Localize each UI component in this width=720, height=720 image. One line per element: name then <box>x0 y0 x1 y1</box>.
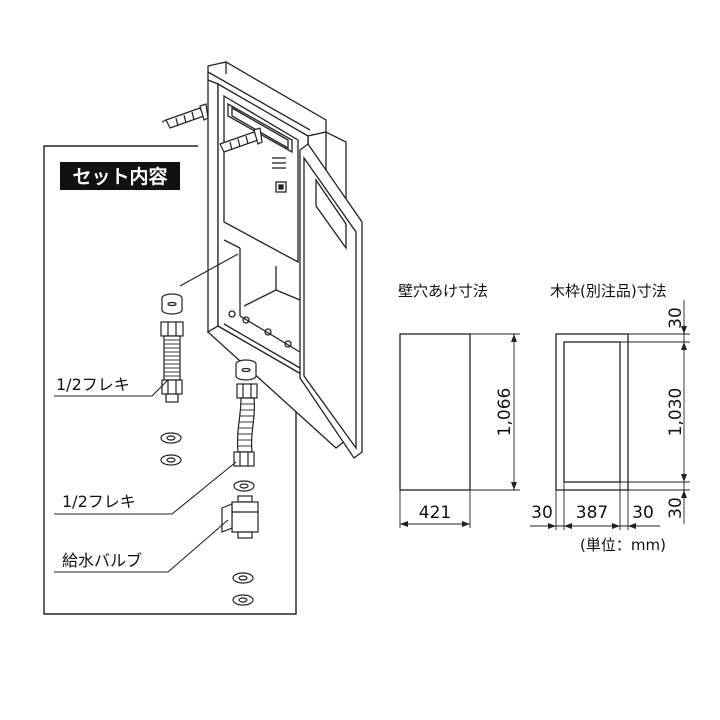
cabinet-door <box>299 143 363 459</box>
flex-hose-label-2: 1/2フレキ <box>62 492 136 511</box>
flex-hose-label-1: 1/2フレキ <box>56 375 130 394</box>
wood-frame-left-margin: 30 <box>531 503 553 523</box>
wall-opening-width: 421 <box>419 503 451 523</box>
wood-frame-inner-height: 1,030 <box>666 388 686 437</box>
wood-frame-top-margin: 30 <box>666 307 686 329</box>
wood-frame-diagram: 木枠(別注品)寸法 30 1,03 <box>530 282 690 530</box>
wood-frame-inner-width: 387 <box>576 503 608 523</box>
wall-opening-diagram: 壁穴あけ寸法 1,066 421 <box>398 282 520 528</box>
flex-hose-center <box>221 359 259 606</box>
leader-lines-left <box>54 253 239 397</box>
flex-hose-left <box>160 293 184 466</box>
wood-frame-bottom-margin: 30 <box>666 497 686 519</box>
screw-upper <box>161 103 209 129</box>
set-contents-frame <box>43 145 297 615</box>
wall-opening-title: 壁穴あけ寸法 <box>398 282 488 300</box>
leader-lines-center <box>54 461 237 573</box>
wall-opening-height: 1,066 <box>495 388 515 437</box>
wood-frame-title: 木枠(別注品)寸法 <box>550 282 667 300</box>
set-contents-badge: セット内容 <box>60 162 180 190</box>
set-contents-title: セット内容 <box>72 165 167 188</box>
unit-note: (単位：mm) <box>580 536 666 554</box>
screw-lower <box>219 127 263 153</box>
wood-frame-right-margin: 30 <box>632 503 654 523</box>
supply-valve-label: 給水バルブ <box>62 551 142 570</box>
